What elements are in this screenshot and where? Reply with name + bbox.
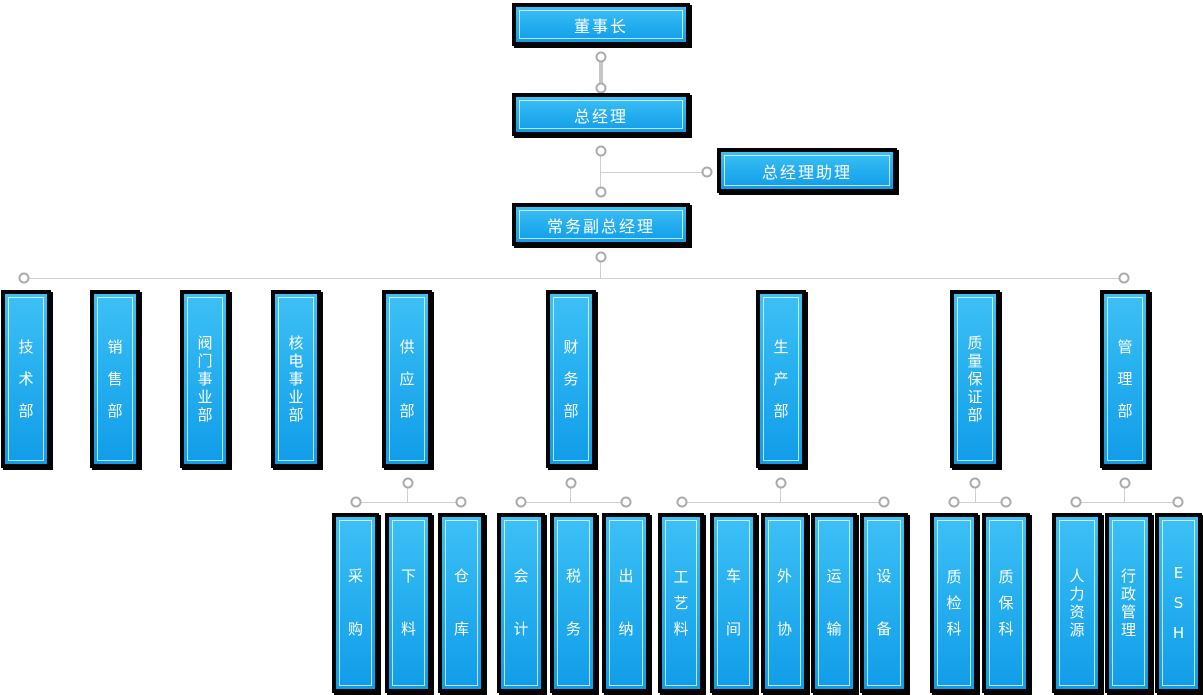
connector-dot: [676, 496, 688, 508]
connector-line-finance-bar: [521, 502, 626, 503]
connector-dot: [565, 477, 577, 489]
node-sub-accounting: 会计: [497, 513, 545, 693]
connector-dot: [515, 496, 527, 508]
node-sub-tax: 税务: [550, 513, 597, 693]
node-general-manager: 总经理: [512, 93, 690, 136]
node-dept-management: 管理部: [1100, 290, 1150, 468]
connector-dot: [18, 272, 30, 284]
node-dept-sales: 销售部: [90, 290, 140, 468]
node-sub-quality-inspection: 质检科: [930, 513, 978, 693]
connector-dot: [595, 51, 607, 63]
node-sub-transport: 运输: [811, 513, 857, 693]
connector-dot: [595, 186, 607, 198]
node-sub-process-material: 工艺料: [658, 513, 704, 693]
node-executive-deputy-gm: 常务副总经理: [512, 203, 690, 246]
connector-line-finance-drop: [570, 483, 571, 502]
node-dept-technology: 技术部: [1, 290, 51, 468]
node-sub-purchasing: 采购: [332, 513, 379, 693]
connector-dot: [620, 496, 632, 508]
connector-line-gm-assistant: [601, 172, 707, 173]
connector-line-production-bar: [682, 502, 884, 503]
connector-dot: [775, 477, 787, 489]
connector-dot: [1070, 496, 1082, 508]
node-sub-quality-assurance-section: 质保科: [982, 513, 1030, 693]
node-dept-valve-business: 阀门事业部: [180, 290, 230, 468]
connector-dot: [948, 496, 960, 508]
node-sub-human-resources: 人力资源: [1052, 513, 1102, 693]
connector-dot: [595, 82, 607, 94]
node-dept-nuclear-business: 核电事业部: [271, 290, 321, 468]
connector-dot: [1118, 272, 1130, 284]
connector-dot: [701, 166, 713, 178]
connector-line-qa-bar: [954, 502, 1006, 503]
connector-line-production-drop: [780, 483, 781, 502]
node-sub-workshop: 车间: [710, 513, 757, 693]
connector-dot: [595, 145, 607, 157]
connector-line-chairman-gm: [599, 62, 603, 83]
node-chairman: 董事长: [512, 3, 690, 46]
connector-dot: [969, 477, 981, 489]
node-dept-finance: 财务部: [546, 290, 596, 468]
node-sub-cashier: 出纳: [602, 513, 650, 693]
connector-dot: [455, 496, 467, 508]
connector-line-admin-drop: [1124, 483, 1125, 502]
node-gm-assistant: 总经理助理: [717, 148, 897, 193]
node-sub-equipment: 设备: [860, 513, 908, 693]
node-sub-blanking: 下料: [385, 513, 432, 693]
connector-dot: [595, 251, 607, 263]
node-dept-production: 生产部: [756, 290, 806, 468]
connector-line-admin-bar: [1076, 502, 1178, 503]
connector-line-gm-deputy: [600, 151, 601, 192]
connector-dot: [350, 496, 362, 508]
connector-line-qa-drop: [975, 483, 976, 502]
node-sub-administration: 行政管理: [1105, 513, 1152, 693]
connector-dot: [1172, 496, 1184, 508]
connector-dot: [1000, 496, 1012, 508]
connector-dot: [878, 496, 890, 508]
connector-dot: [1119, 477, 1131, 489]
connector-line-supply-drop: [407, 483, 408, 502]
connector-dot: [402, 477, 414, 489]
node-sub-warehouse: 仓库: [438, 513, 485, 693]
node-dept-quality-assurance: 质量保证部: [950, 290, 1000, 468]
connector-line-supply-bar: [356, 502, 461, 503]
connector-line-departments: [24, 278, 1124, 279]
connector-line-deputy-drop: [600, 257, 601, 278]
node-sub-outsourcing: 外协: [761, 513, 808, 693]
node-dept-supply: 供应部: [382, 290, 432, 468]
